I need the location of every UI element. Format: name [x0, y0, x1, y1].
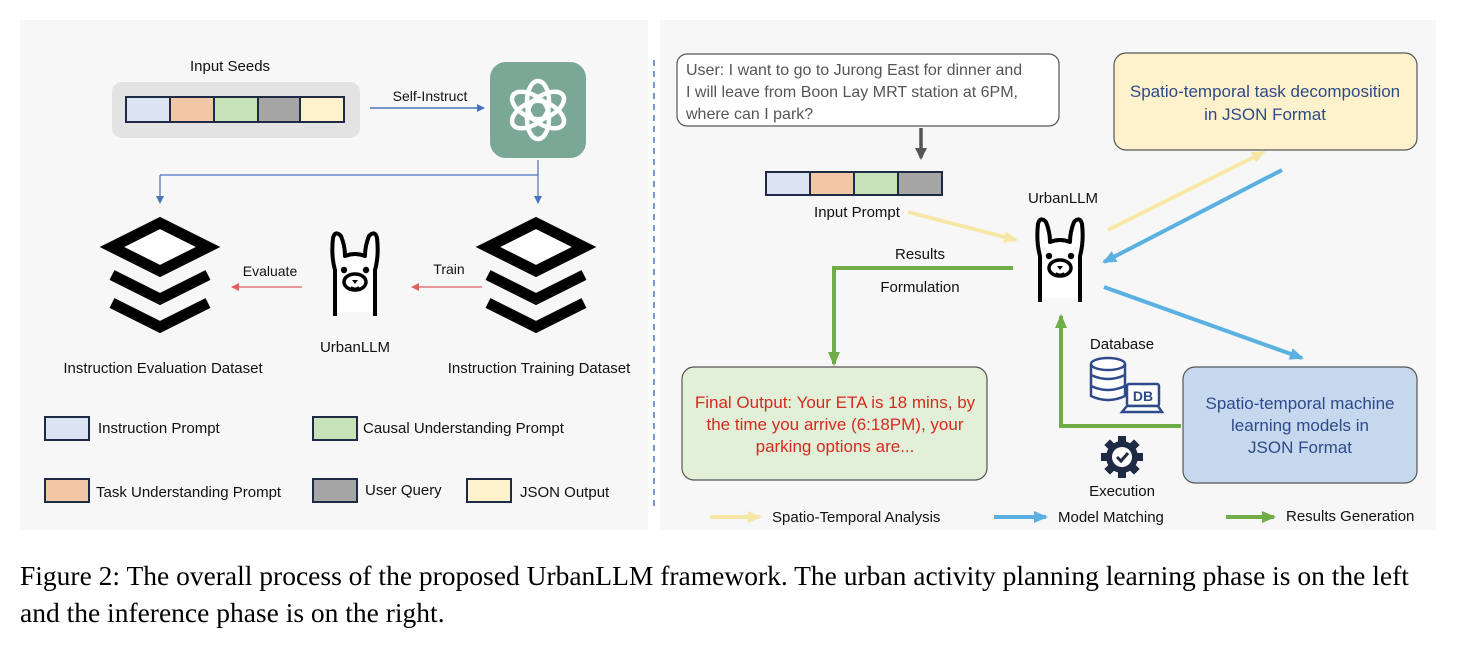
- legend-json-label: JSON Output: [520, 484, 610, 501]
- prompt-to-llm-arrow: [907, 210, 1018, 243]
- prompt-task-token: [809, 171, 855, 196]
- input-seeds-token-strip: [125, 96, 345, 123]
- seed-query-token: [257, 96, 301, 123]
- models-to-llm-arrow: [1055, 314, 1181, 428]
- legend-model-matching-label: Model Matching: [1058, 509, 1164, 526]
- urbanllm-label-left: UrbanLLM: [320, 339, 390, 356]
- execution-label: Execution: [1089, 483, 1155, 500]
- decomposition-line-2: in JSON Format: [1204, 105, 1326, 124]
- right-legend: Spatio-Temporal Analysis Model Matching …: [710, 508, 1414, 526]
- decomposition-to-llm-arrow: [1102, 168, 1283, 264]
- user-query-line-1: User: I want to go to Jurong East for di…: [686, 62, 1022, 79]
- input-prompt-token-strip: [765, 171, 943, 196]
- user-query-line-3: where can I park?: [685, 106, 813, 123]
- ml-models-line-3: JSON Format: [1248, 438, 1352, 457]
- ml-models-line-1: Spatio-temporal machine: [1206, 394, 1395, 413]
- final-output-box: [681, 366, 988, 481]
- legend-json-swatch: [466, 478, 512, 503]
- legend-task-label: Task Understanding Prompt: [96, 484, 282, 501]
- train-label: Train: [433, 261, 464, 277]
- user-query-box: [676, 53, 1060, 127]
- input-prompt-label: Input Prompt: [814, 204, 901, 221]
- openai-logo-icon: [490, 62, 586, 158]
- evaluate-label: Evaluate: [243, 263, 298, 279]
- ml-models-line-2: learning models in: [1231, 416, 1369, 435]
- db-icon-text: DB: [1133, 388, 1153, 404]
- legend-task-swatch: [44, 478, 90, 503]
- legend-query-label: User Query: [365, 482, 442, 499]
- input-seeds-label: Input Seeds: [190, 58, 270, 75]
- decomposition-box: [1113, 52, 1418, 151]
- urbanllm-label-right: UrbanLLM: [1028, 190, 1098, 207]
- ml-models-box: [1182, 366, 1418, 484]
- eval-dataset-label: Instruction Evaluation Dataset: [63, 360, 263, 377]
- results-label: Results: [895, 246, 945, 263]
- seed-causal-token: [213, 96, 259, 123]
- prompt-instruction-token: [765, 171, 811, 196]
- legend-query-swatch: [312, 478, 358, 503]
- final-output-line-3: parking options are...: [756, 437, 915, 456]
- final-output-line-1: Final Output: Your ETA is 18 mins, by: [695, 393, 976, 412]
- framework-diagram: Input Seeds Self-Instruct UrbanLLM Train…: [44, 52, 1418, 526]
- final-output-line-2: the time you arrive (6:18PM), your: [707, 415, 964, 434]
- database-label: Database: [1090, 336, 1154, 353]
- legend-instruction-label: Instruction Prompt: [98, 420, 221, 437]
- self-instruct-label: Self-Instruct: [393, 88, 468, 104]
- legend-causal-swatch: [312, 416, 358, 441]
- legend-spatio-temporal-label: Spatio-Temporal Analysis: [772, 509, 940, 526]
- database-icon: [1089, 356, 1165, 414]
- decomposition-line-1: Spatio-temporal task decomposition: [1130, 82, 1400, 101]
- llm-to-decomposition-arrow: [1107, 150, 1266, 232]
- user-query-line-2: I will leave from Boon Lay MRT station a…: [686, 84, 1018, 101]
- seed-instruction-token: [125, 96, 171, 123]
- train-dataset-label: Instruction Training Dataset: [448, 360, 631, 377]
- llm-to-final-output-arrow: [828, 266, 1013, 366]
- seed-json-token: [299, 96, 345, 123]
- execution-gear-icon: [1101, 436, 1143, 478]
- legend-instruction-swatch: [44, 416, 90, 441]
- legend-causal-label: Causal Understanding Prompt: [363, 420, 565, 437]
- prompt-causal-token: [853, 171, 899, 196]
- legend-results-generation-label: Results Generation: [1286, 508, 1414, 525]
- left-legend: Instruction Prompt Causal Understanding …: [44, 416, 610, 503]
- figure-caption: Figure 2: The overall process of the pro…: [20, 560, 1409, 628]
- seed-task-token: [169, 96, 215, 123]
- prompt-query-token: [897, 171, 943, 196]
- formulation-label: Formulation: [880, 279, 959, 296]
- llm-to-models-arrow: [1103, 285, 1304, 360]
